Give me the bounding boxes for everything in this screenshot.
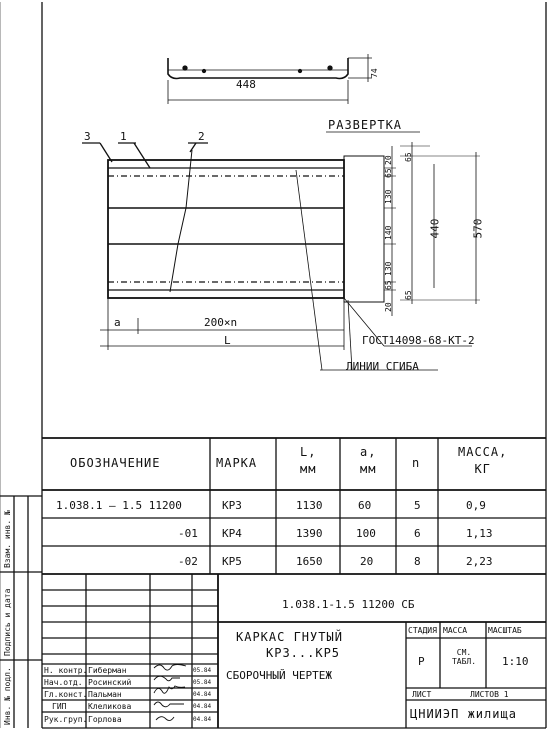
dim-65-inner-bottom: 65 [384,280,393,290]
col-header-L: L, мм [300,445,317,476]
dim-440: 440 [428,218,442,239]
callout-3: 3 [84,130,91,143]
name-5: Горлова [88,715,122,724]
sheets-label: Листов 1 [470,690,509,699]
col-header-designation: Обозначение [70,456,161,470]
mass-value: см. табл. [451,648,477,666]
mass-header: Масса [443,626,468,635]
row-2-a: 100 [356,527,376,540]
signature-3 [153,685,186,694]
row-2-mass: 1,13 [466,527,493,540]
callout-1: 1 [120,130,127,143]
signature-4 [153,701,184,708]
name-2: Росинский [88,678,132,687]
row-1-L: 1130 [296,499,323,512]
name-4: Клеликова [88,702,132,711]
dim-130-top: 130 [384,189,393,204]
row-1-mass: 0,9 [466,499,486,512]
organization-name: ЦНИИЭП жилища [410,707,517,721]
row-3-designation: -02 [178,555,198,568]
side-signature-date: Подпись и дата [3,588,12,656]
name-1: Гиберман [88,666,127,675]
gost-note: ГОСТ14098-68-КТ-2 [362,334,475,347]
side-inv-no: Инв. № подл. [3,667,12,725]
title-line-3: Сборочный чертеж [226,669,332,682]
scale-value: 1:10 [502,655,529,668]
dim-20-bottom: 20 [384,302,393,312]
dim-65-outer-top: 65 [404,152,413,162]
width-dimension: 448 [236,78,256,91]
row-2-designation: -01 [178,527,198,540]
role-3: Гл.конст. [44,690,88,699]
callout-2: 2 [198,130,205,143]
dim-200n: 200×n [204,316,238,329]
name-3: Пальман [88,690,122,699]
dim-L: L [224,334,231,347]
row-3-mark: КР5 [222,555,242,568]
row-3-a: 20 [360,555,374,568]
row-1-designation: 1.038.1 – 1.5 11200 [56,499,182,512]
dim-20-top: 20 [384,155,393,165]
dim-a: a [114,316,121,329]
fold-lines-note: линии сгиба [346,360,419,373]
dim-65-outer-bottom: 65 [404,290,413,300]
dim-65-inner-top: 65 [384,168,393,178]
col-header-mark: Марка [216,456,258,470]
role-5: Рук.груп. [44,715,88,724]
scale-header: Масштаб [488,626,522,635]
date-1: 05.84 [193,667,212,674]
row-2-L: 1390 [296,527,323,540]
col-header-n: n [412,456,421,470]
row-3-L: 1650 [296,555,323,568]
date-3: 04.84 [193,691,212,698]
signature-2 [153,675,180,682]
row-2-n: 6 [414,527,421,540]
date-5: 04.84 [193,716,212,723]
row-3-mass: 2,23 [466,555,493,568]
row-1-mark: КР3 [222,499,242,512]
height-dimension: 74 [370,68,379,78]
row-1-n: 5 [414,499,421,512]
date-4: 04.84 [193,703,212,710]
stage-value: Р [418,655,425,668]
title-line-2: КР3...КР5 [266,646,341,660]
sheet-label: Лист [412,690,432,699]
row-3-n: 8 [414,555,421,568]
date-2: 05.84 [193,679,212,686]
col-header-mass: Масса, кг [458,445,508,476]
stage-header: Стадия [408,626,437,635]
row-1-a: 60 [358,499,372,512]
role-2: Нач.отд. [44,678,83,687]
role-1: Н. контр. [44,666,88,675]
dim-140: 140 [384,225,393,240]
dim-570: 570 [471,218,485,239]
razvertka-label: Развертка [328,118,403,132]
signature-5 [155,716,175,722]
row-2-mark: КР4 [222,527,242,540]
title-line-1: Каркас гнутый [236,630,343,644]
document-code: 1.038.1-1.5 11200 СБ [282,598,415,611]
dim-130-bottom: 130 [384,261,393,276]
side-replace-inv: Взам. инв. № [3,510,12,568]
col-header-a: a, мм [360,445,377,476]
role-4: ГИП [52,702,67,711]
signature-1 [153,664,187,671]
